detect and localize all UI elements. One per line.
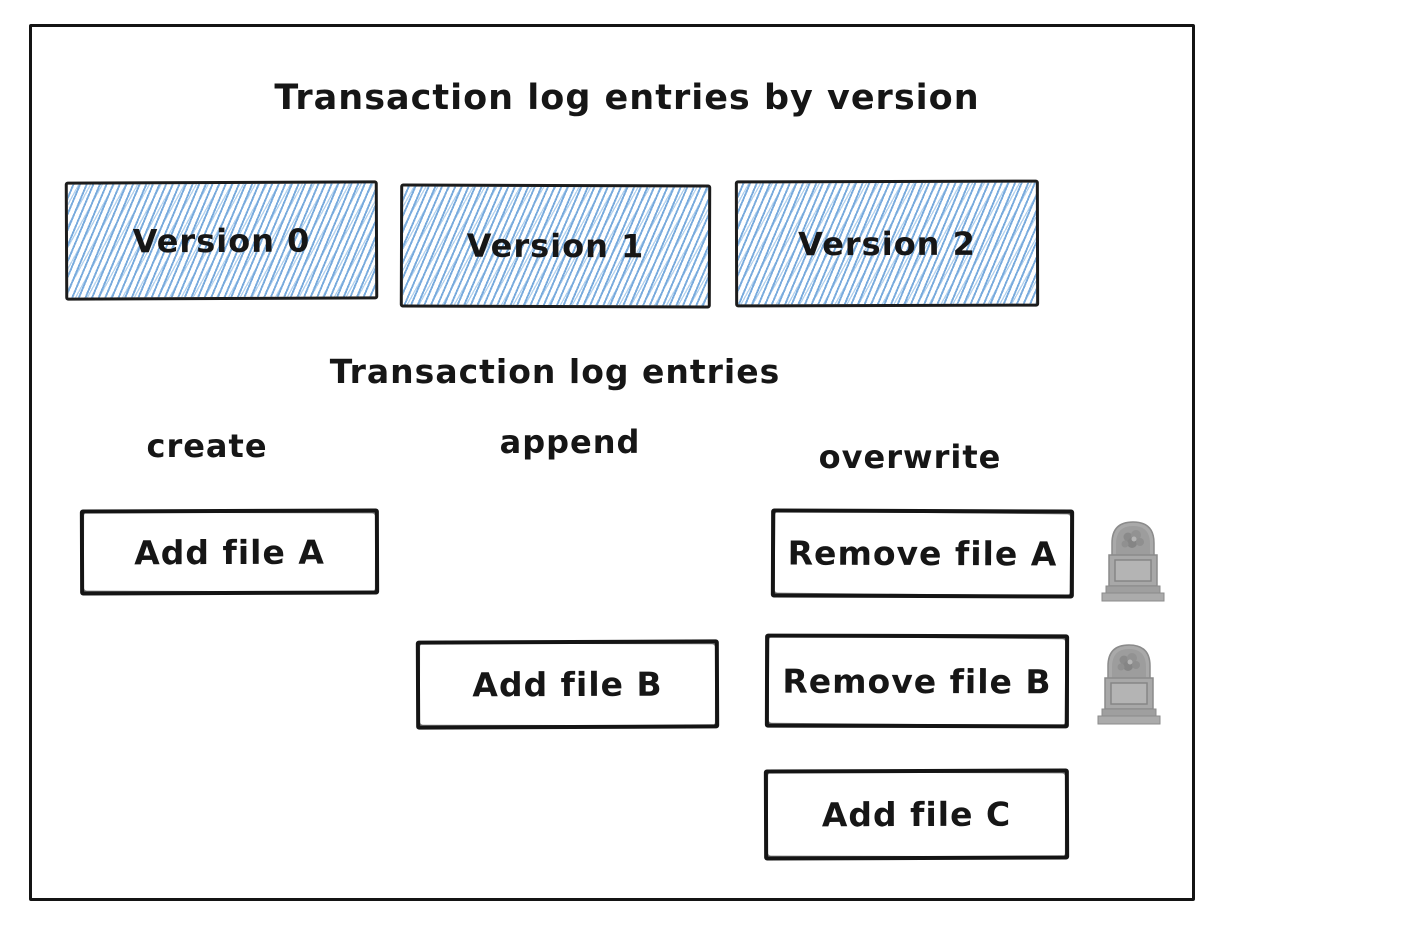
diagram-subtitle: Transaction log entries (329, 352, 781, 391)
column-label-overwrite: overwrite (818, 438, 1002, 476)
entry-label-remove-file-a: Remove file A (787, 533, 1058, 574)
entry-box-remove-file-a: Remove file A (770, 508, 1075, 599)
version-1-label: Version 1 (466, 226, 645, 266)
version-box-0: Version 0 (64, 180, 379, 301)
column-label-append: append (499, 423, 641, 461)
entry-label-add-file-c: Add file C (821, 794, 1012, 835)
tombstone-icon (1094, 633, 1164, 725)
entry-box-add-file-c: Add file C (763, 768, 1070, 861)
entry-box-add-file-b: Add file B (415, 639, 720, 730)
version-2-label: Version 2 (798, 224, 976, 263)
column-label-create: create (146, 427, 268, 465)
outer-frame (29, 24, 1195, 901)
entry-label-remove-file-b: Remove file B (782, 661, 1052, 701)
entry-box-remove-file-b: Remove file B (764, 633, 1070, 729)
diagram-title: Transaction log entries by version (274, 78, 980, 118)
version-box-1: Version 1 (399, 183, 712, 309)
entry-box-add-file-a: Add file A (79, 508, 380, 596)
version-box-2: Version 2 (734, 179, 1040, 308)
entry-label-add-file-b: Add file B (472, 664, 663, 705)
tombstone-icon (1098, 510, 1168, 602)
entry-label-add-file-a: Add file A (134, 532, 325, 572)
version-0-label: Version 0 (132, 221, 311, 260)
